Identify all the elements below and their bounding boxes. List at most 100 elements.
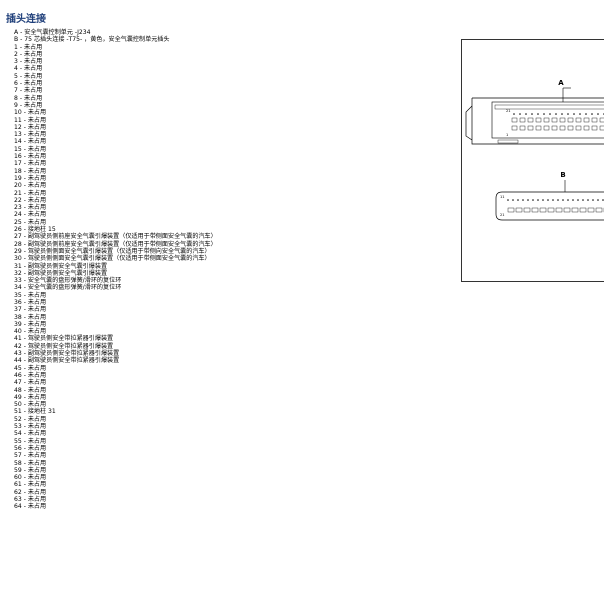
pin-list-item: 59 - 未占用 (14, 466, 47, 474)
pin-list-item: 8 - 未占用 (14, 94, 43, 102)
connector-a-cavity (551, 125, 558, 131)
connector-b-pin (557, 199, 559, 201)
pin-list-item: 24 - 未占用 (14, 211, 47, 219)
pin-list-item: 56 - 未占用 (14, 444, 47, 452)
connector-a-pin (555, 113, 557, 115)
connector-a-cavity (567, 117, 574, 123)
connector-b-cavity (563, 207, 571, 213)
pin-list-item: 25 - 未占用 (14, 218, 47, 226)
pin-list-item: 33 - 安全气囊的盘形弹簧/滑环的复位环 (14, 277, 122, 285)
connector-b-pin (527, 199, 529, 201)
connector-a-pin (591, 113, 593, 115)
connector-a-cavity (599, 117, 604, 123)
pin-list-item: 29 - 驾驶员侧侧面安全气囊引爆装置（仅适用于带侧向安全气囊的汽车） (14, 247, 211, 255)
pin-list-item: B - 75 芯插头连接 -T75- ，黄色，安全气囊控制单元插头 (14, 36, 170, 44)
pin-list-item: 12 - 未占用 (14, 123, 47, 131)
connector-a-cavity (543, 125, 550, 131)
connector-a-cavity (567, 125, 574, 131)
pin-list-item: 4 - 未占用 (14, 65, 43, 73)
pin-list-item: 19 - 未占用 (14, 174, 47, 182)
pin-list-item: 31 - 副驾驶员侧安全气囊引爆装置 (14, 262, 108, 270)
connector-b-cavity (539, 207, 547, 213)
connector-diagram: A 21 1 B 11 21 (461, 39, 604, 282)
connector-b-pin (587, 199, 589, 201)
pin-list-item: 49 - 未占用 (14, 393, 47, 401)
connector-a-housing (465, 97, 604, 145)
connector-a-body (491, 101, 604, 139)
pin-list-item: 35 - 未占用 (14, 291, 47, 299)
connector-b-pin (592, 199, 594, 201)
pin-list-item: 58 - 未占用 (14, 459, 47, 467)
connector-a-pin (537, 113, 539, 115)
pin-list-item: 54 - 未占用 (14, 430, 47, 438)
pin-list-item: 62 - 未占用 (14, 488, 47, 496)
pin-list-item: 40 - 未占用 (14, 328, 47, 336)
connector-a-pin (579, 113, 581, 115)
connector-a-pin (585, 113, 587, 115)
pin-list-item: 2 - 未占用 (14, 50, 43, 58)
pin-list-item: 57 - 未占用 (14, 452, 47, 460)
connector-a-pin (531, 113, 533, 115)
connector-a-pin-row-2 (511, 117, 604, 123)
pin-list-item: 38 - 未占用 (14, 313, 47, 321)
pin-list-item: 3 - 未占用 (14, 58, 43, 66)
connector-a-pin-mark-1: 1 (506, 133, 508, 137)
pin-list-item: 5 - 未占用 (14, 72, 43, 80)
pin-list-item: A - 安全气囊控制单元 -J234 (14, 29, 91, 36)
pin-list-item: 61 - 未占用 (14, 481, 47, 489)
connector-b-pin (507, 199, 509, 201)
pin-list-item: 36 - 未占用 (14, 298, 47, 306)
connector-a-pin (513, 113, 515, 115)
connector-b-pin (567, 199, 569, 201)
pin-list-item: 18 - 未占用 (14, 167, 47, 175)
connector-b-cavity (547, 207, 555, 213)
connector-a-cavity (575, 117, 582, 123)
connector-b-pin-row-2 (507, 207, 604, 213)
connector-b-label: B (560, 171, 565, 179)
connector-b-pin (577, 199, 579, 201)
pin-list-item: 20 - 未占用 (14, 182, 47, 190)
connector-b-cavity (531, 207, 539, 213)
pin-list-item: 52 - 未占用 (14, 415, 47, 423)
pin-list-item: 34 - 安全气囊的盘形弹簧/滑环的复位环 (14, 284, 122, 292)
connector-a-pin (573, 113, 575, 115)
pin-list-item: 27 - 副驾驶员侧前座安全气囊引爆装置（仅适用于带侧面安全气囊的汽车） (14, 233, 217, 241)
pin-list-item: 10 - 未占用 (14, 109, 47, 117)
connector-a-pin-row-1 (513, 113, 604, 115)
page-title: 插头连接 (6, 14, 46, 25)
pin-list-item: 60 - 未占用 (14, 474, 47, 482)
connector-b-pin (597, 199, 599, 201)
pin-list-item: 9 - 未占用 (14, 101, 43, 109)
connector-b-pin (517, 199, 519, 201)
connector-b-cavity (579, 207, 587, 213)
connector-a-cavity (527, 117, 534, 123)
connector-a-cavity (575, 125, 582, 131)
pin-list-item: 15 - 未占用 (14, 145, 47, 153)
connector-a-cavity (591, 117, 598, 123)
connector-a-pin (597, 113, 599, 115)
pin-list-item: 17 - 未占用 (14, 160, 47, 168)
connector-a-pin (561, 113, 563, 115)
connector-a-cavity (559, 117, 566, 123)
pin-list-item: 22 - 未占用 (14, 196, 47, 204)
pin-list-item: 47 - 未占用 (14, 379, 47, 387)
connector-a-pin (519, 113, 521, 115)
pin-list-item: 41 - 驾驶员侧安全带拉紧器引爆装置 (14, 335, 114, 343)
pin-list-item: 44 - 副驾驶员侧安全带拉紧器引爆装置 (14, 357, 120, 365)
connector-a-cavity (511, 117, 518, 123)
connector-b-pin (552, 199, 554, 201)
connector-a-cavity (599, 125, 604, 131)
pin-list-item: 16 - 未占用 (14, 153, 47, 161)
connector-a-pin (549, 113, 551, 115)
connector-b-cavity (595, 207, 603, 213)
connector-b-pin (562, 199, 564, 201)
pin-list-item: 43 - 副驾驶员侧安全带拉紧器引爆装置 (14, 350, 120, 358)
connector-a-cavity (511, 125, 518, 131)
connector-diagram-svg: A 21 1 B 11 21 (465, 79, 604, 221)
pin-list-item: 28 - 副驾驶员侧前座安全气囊引爆装置（仅适用于带侧面安全气囊的汽车） (14, 240, 217, 248)
connector-a-cavity (519, 125, 526, 131)
connector-b-pin (582, 199, 584, 201)
connector-b-cavity (515, 207, 523, 213)
pin-list-item: 13 - 未占用 (14, 131, 47, 139)
